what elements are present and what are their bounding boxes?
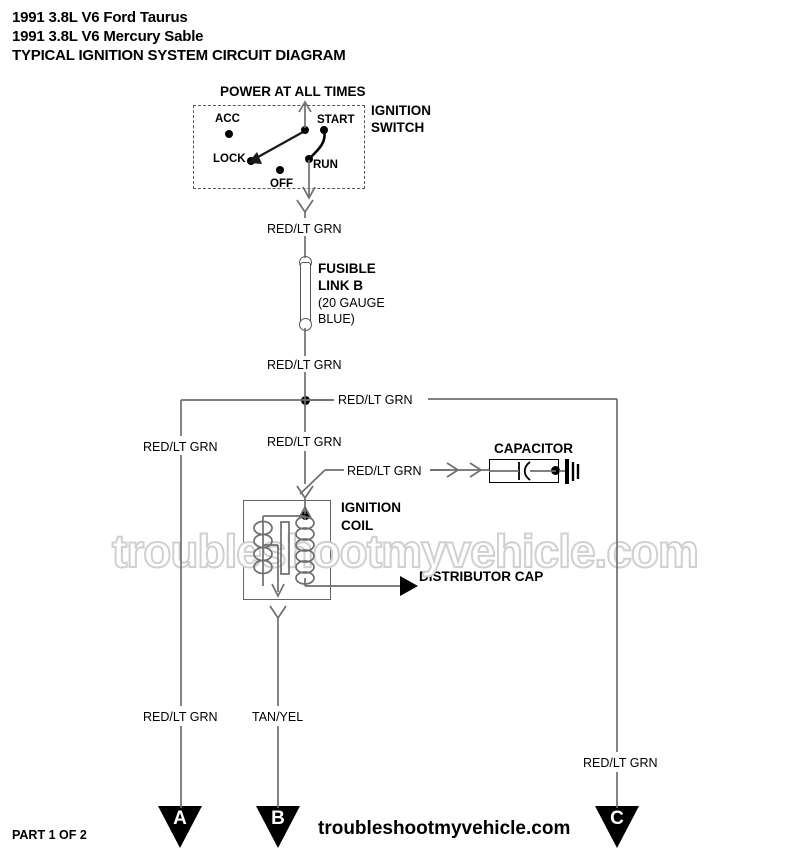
ignition-coil-node (301, 511, 310, 520)
switch-position-start-label: START (317, 114, 355, 126)
ignition-switch-title-line-1: IGNITION (371, 103, 431, 118)
connector-c: C (595, 806, 639, 850)
connector-b-triangle-icon (256, 806, 300, 848)
wire-label-below-fuse: RED/LT GRN (267, 358, 342, 372)
title-line-1: 1991 3.8L V6 Ford Taurus (12, 9, 188, 26)
switch-contact-run (305, 155, 313, 163)
part-indicator: PART 1 OF 2 (12, 828, 87, 842)
capacitor-box (489, 459, 559, 483)
switch-contact-common (301, 126, 309, 134)
connector-b-letter: B (271, 808, 285, 829)
switch-contact-off (276, 166, 284, 174)
wire-label-coil-out: TAN/YEL (252, 710, 304, 724)
splice-y-below-coil-icon (269, 605, 287, 706)
switch-contact-start (320, 126, 328, 134)
wire-label-switch-out: RED/LT GRN (267, 222, 342, 236)
connector-a: A (158, 806, 202, 850)
wire-label-left-branch-bottom: RED/LT GRN (143, 710, 218, 724)
fusible-link-bottom-ring (299, 318, 312, 331)
ignition-coil-label-line-2: COIL (341, 518, 374, 533)
connector-b: B (256, 806, 300, 850)
switch-contact-lock (247, 157, 255, 165)
brand-text: troubleshootmyvehicle.com (318, 818, 571, 839)
wire-label-bus-right: RED/LT GRN (338, 393, 413, 407)
ignition-coil-box (243, 500, 331, 600)
title-line-2: 1991 3.8L V6 Mercury Sable (12, 28, 204, 45)
connector-a-letter: A (173, 808, 187, 829)
title-line-3: TYPICAL IGNITION SYSTEM CIRCUIT DIAGRAM (12, 47, 346, 64)
switch-position-lock-label: LOCK (213, 153, 246, 165)
connector-a-triangle-icon (158, 806, 202, 848)
ignition-switch-box (193, 105, 365, 189)
switch-position-run-label: RUN (313, 159, 338, 171)
switch-contact-acc (225, 130, 233, 138)
distributor-cap-label: DISTRIBUTOR CAP (419, 569, 544, 584)
distributor-cap-arrow-icon (400, 576, 418, 596)
wire-label-right-branch-bottom: RED/LT GRN (583, 756, 658, 770)
capacitor-label: CAPACITOR (494, 441, 574, 456)
connector-c-letter: C (610, 808, 624, 829)
page-title: 1991 3.8L V6 Ford Taurus 1991 3.8L V6 Me… (12, 8, 346, 65)
connector-c-triangle-icon (595, 806, 639, 848)
ignition-switch-title-line-2: SWITCH (371, 120, 425, 135)
watermark-text: troubleshootmyvehicle.com (111, 524, 700, 578)
switch-position-acc-label: ACC (215, 113, 240, 125)
wire-label-left-branch-top: RED/LT GRN (143, 440, 218, 454)
splice-y-under-switch-icon (296, 199, 314, 218)
fusible-link-name-line-1: FUSIBLE (318, 261, 376, 276)
ground-symbol-icon (559, 459, 580, 484)
fusible-link-body (300, 262, 311, 324)
wire-label-coil-feed: RED/LT GRN (267, 435, 342, 449)
splice-y-above-coil-icon (296, 485, 314, 500)
switch-position-off-label: OFF (270, 178, 293, 190)
capacitor-node (551, 466, 560, 475)
fusible-link-name-line-2: LINK B (318, 278, 363, 293)
bus-junction-node (301, 396, 310, 405)
ignition-coil-label-line-1: IGNITION (341, 500, 401, 515)
wire-label-capacitor-feed: RED/LT GRN (347, 464, 422, 478)
fusible-link-spec-line-2: BLUE) (318, 312, 355, 326)
power-at-all-times-label: POWER AT ALL TIMES (220, 84, 366, 99)
fusible-link-spec-line-1: (20 GAUGE (318, 296, 385, 310)
